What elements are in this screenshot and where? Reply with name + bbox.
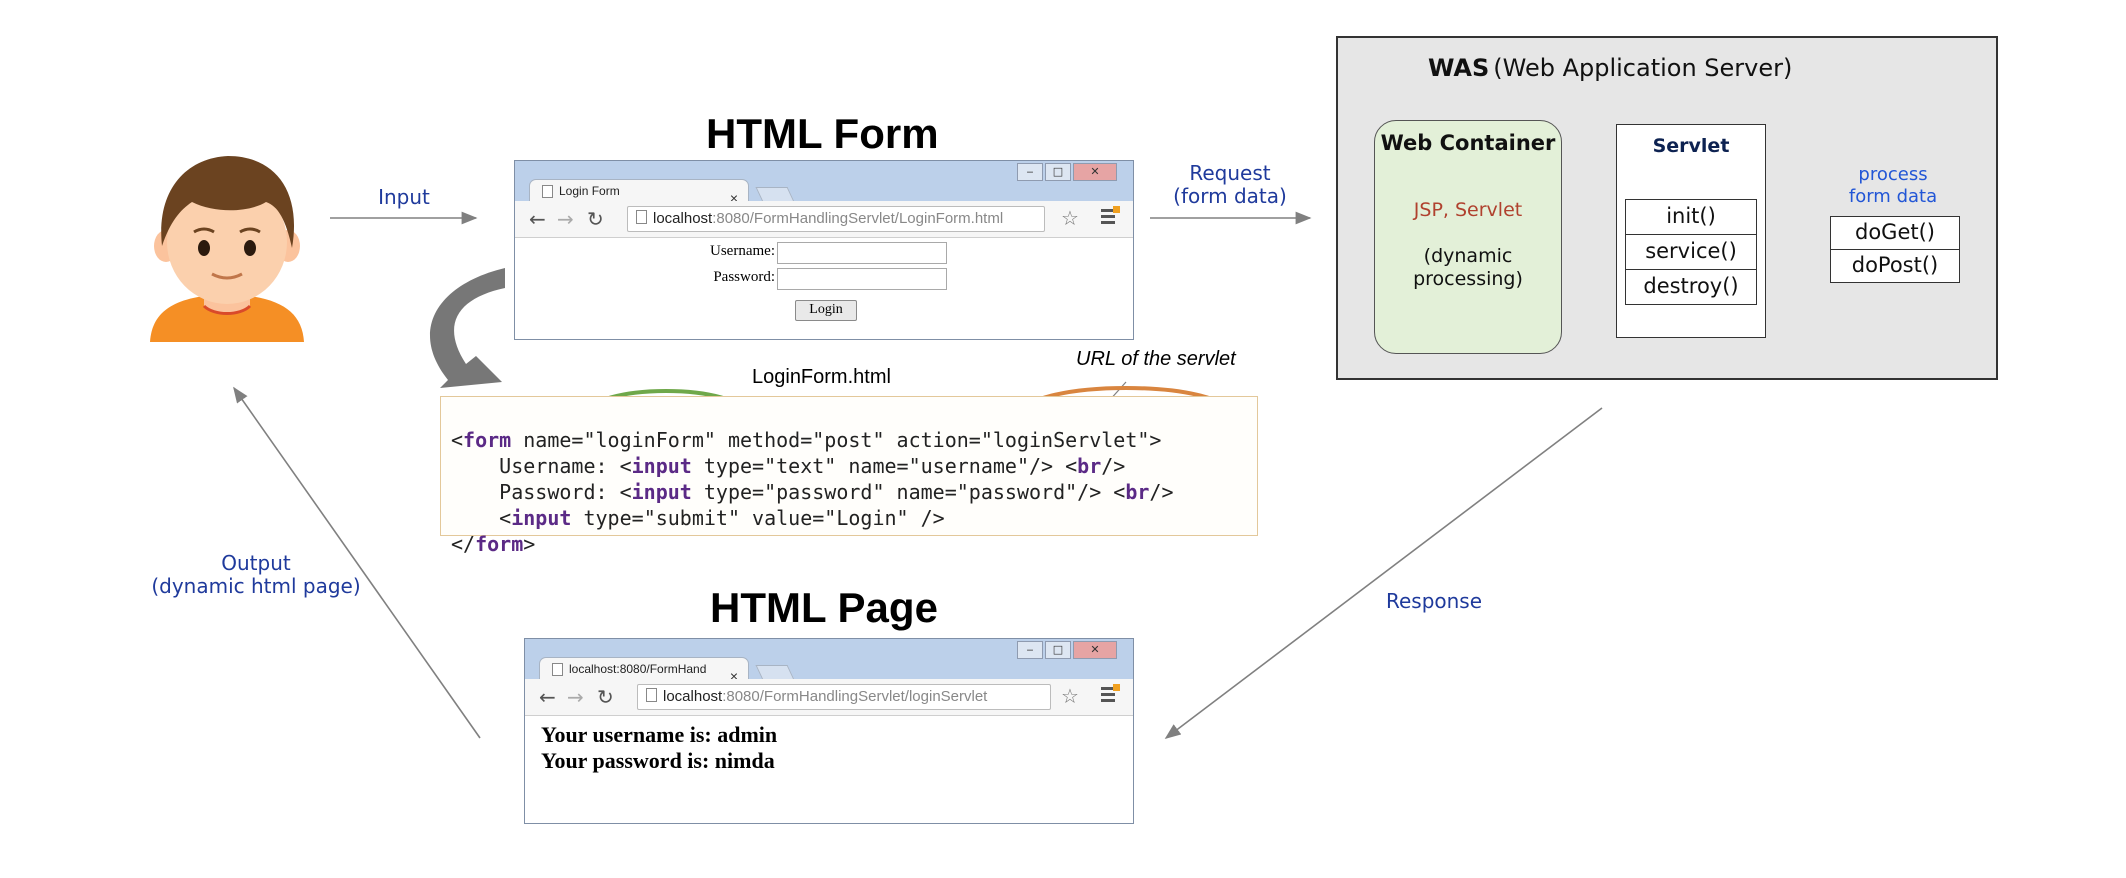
service-method: service() — [1625, 234, 1757, 270]
page-icon — [542, 185, 553, 199]
doget-method: doGet() — [1830, 216, 1960, 250]
address-bar[interactable]: localhost:8080/FormHandlingServlet/login… — [637, 684, 1051, 710]
navigation-bar: ← → ↻ localhost:8080/FormHandlingServlet… — [515, 201, 1133, 238]
web-container-desc-line2: processing) — [1413, 268, 1523, 290]
reload-icon[interactable]: ↻ — [587, 207, 604, 231]
tab-bar: Login Form × ‒□✕ — [515, 161, 1133, 206]
star-icon[interactable]: ☆ — [1061, 206, 1079, 230]
html-form-title: HTML Form — [706, 110, 939, 157]
maximize-icon[interactable]: □ — [1045, 163, 1071, 181]
forward-arrow-icon[interactable]: → — [557, 207, 574, 231]
hamburger-menu-icon[interactable] — [1101, 206, 1120, 225]
username-result: Your username is: admin — [541, 722, 778, 747]
minimize-icon[interactable]: ‒ — [1017, 163, 1043, 181]
forward-arrow-icon[interactable]: → — [567, 685, 584, 709]
was-box: WAS(Web Application Server) Web Containe… — [1336, 36, 1998, 380]
code-snippet: <form name="loginForm" method="post" act… — [440, 396, 1258, 556]
close-icon[interactable]: ✕ — [1073, 641, 1117, 659]
servlet-title: Servlet — [1652, 135, 1730, 157]
window-controls: ‒□✕ — [1017, 163, 1117, 181]
code-line-3: Password: <input type="password" name="p… — [451, 480, 1174, 504]
login-button[interactable]: Login — [795, 300, 857, 321]
response-label: Response — [1385, 589, 1483, 613]
servlet-box: Servlet init() service() destroy() — [1616, 124, 1766, 338]
dopost-method: doPost() — [1830, 249, 1960, 283]
minimize-icon[interactable]: ‒ — [1017, 641, 1043, 659]
output-label: Output (dynamic html page) — [140, 552, 372, 598]
password-label: Password: — [713, 269, 775, 285]
url-host: localhost — [653, 210, 713, 227]
new-tab-button[interactable] — [755, 187, 795, 202]
process-label-line1: process — [1858, 164, 1928, 185]
response-arrow — [1164, 407, 1603, 739]
close-icon[interactable]: ✕ — [1073, 163, 1117, 181]
page-icon — [646, 688, 657, 702]
form-to-code-curved-arrow — [429, 268, 505, 388]
web-container-tech: JSP, Servlet — [1413, 199, 1523, 221]
code-block: <form name="loginForm" method="post" act… — [451, 401, 1174, 557]
form-name-value: "loginForm" — [583, 428, 716, 452]
request-label: Request (form data) — [1160, 162, 1300, 208]
output-arrow — [233, 386, 481, 739]
was-title: WAS(Web Application Server) — [1428, 54, 1792, 82]
star-icon[interactable]: ☆ — [1061, 684, 1079, 708]
password-result: Your password is: nimda — [541, 748, 775, 773]
url-path: :8080/FormHandlingServlet/ — [712, 210, 899, 227]
web-container-title: Web Container — [1380, 131, 1556, 155]
url-file: LoginForm.html — [898, 210, 1004, 227]
result-page: Your username is: admin Your password is… — [525, 716, 1133, 823]
page-icon — [636, 210, 647, 224]
back-arrow-icon[interactable]: ← — [539, 685, 556, 709]
input-type-value: "submit" — [643, 506, 741, 530]
hamburger-menu-icon[interactable] — [1101, 684, 1120, 703]
login-form-page: Username: Password: Login — [515, 238, 1133, 339]
new-tab-button[interactable] — [755, 665, 795, 680]
tab-bar: localhost:8080/FormHand × ‒□✕ — [525, 639, 1133, 684]
process-form-data-label: process form data — [1822, 164, 1964, 208]
input-label: Input — [378, 185, 430, 209]
html-page-title: HTML Page — [710, 584, 938, 631]
login-form-browser-window: Login Form × ‒□✕ ← → ↻ localhost:8080/Fo… — [514, 160, 1134, 340]
tab-label: Login Form — [559, 184, 620, 198]
init-method: init() — [1625, 199, 1757, 235]
tab-login-form[interactable]: Login Form × — [529, 179, 749, 206]
destroy-method: destroy() — [1625, 269, 1757, 305]
web-container-desc: (dynamic processing) — [1375, 245, 1561, 291]
user-avatar-icon — [150, 156, 304, 342]
output-label-line2: (dynamic html page) — [151, 574, 361, 598]
url-of-servlet-annotation: URL of the servlet — [1076, 348, 1236, 370]
address-bar[interactable]: localhost:8080/FormHandlingServlet/Login… — [627, 206, 1045, 232]
tab-label: localhost:8080/FormHand — [569, 662, 707, 676]
output-label-line1: Output — [221, 551, 291, 575]
web-container-box: Web Container JSP, Servlet (dynamic proc… — [1374, 120, 1562, 354]
was-title-bold: WAS — [1428, 54, 1490, 82]
username-label: Username: — [710, 243, 775, 259]
window-controls: ‒□✕ — [1017, 641, 1117, 659]
form-action-value: "loginServlet" — [980, 428, 1150, 452]
tab-login-servlet[interactable]: localhost:8080/FormHand × — [539, 657, 749, 684]
password-input[interactable] — [777, 268, 947, 290]
url-path: :8080/FormHandlingServlet/ — [722, 688, 909, 705]
request-label-line2: (form data) — [1173, 184, 1287, 208]
tab-close-icon[interactable]: × — [729, 190, 738, 206]
request-label-line1: Request — [1189, 161, 1271, 185]
code-line-5: </form> — [451, 532, 536, 556]
tab-close-icon[interactable]: × — [729, 668, 738, 684]
page-icon — [552, 663, 563, 677]
web-container-desc-line1: (dynamic — [1423, 245, 1513, 267]
maximize-icon[interactable]: □ — [1045, 641, 1071, 659]
code-line-1: <form name="loginForm" method="post" act… — [451, 428, 1162, 452]
url-host: localhost — [663, 688, 723, 705]
reload-icon[interactable]: ↻ — [597, 685, 614, 709]
username-input[interactable] — [777, 242, 947, 264]
navigation-bar: ← → ↻ localhost:8080/FormHandlingServlet… — [525, 679, 1133, 716]
process-label-line2: form data — [1848, 186, 1938, 207]
code-line-2: Username: <input type="text" name="usern… — [451, 454, 1126, 478]
was-title-rest: (Web Application Server) — [1493, 54, 1793, 82]
code-filename: LoginForm.html — [752, 366, 891, 388]
result-browser-window: localhost:8080/FormHand × ‒□✕ ← → ↻ loca… — [524, 638, 1134, 824]
code-line-4: <input type="submit" value="Login" /> — [451, 506, 945, 530]
back-arrow-icon[interactable]: ← — [529, 207, 546, 231]
url-file: loginServlet — [908, 688, 988, 705]
